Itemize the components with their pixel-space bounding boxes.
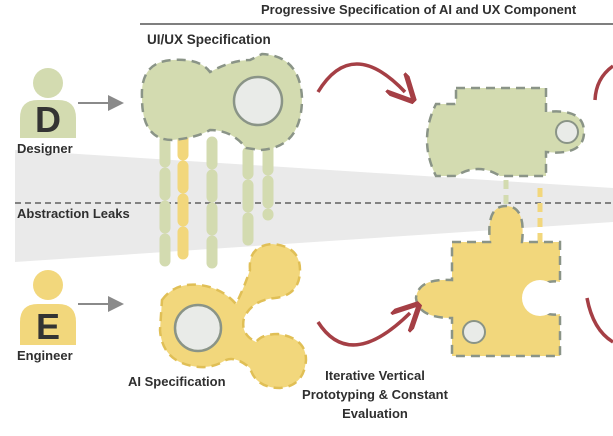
cycle-arrow-bottom (316, 313, 410, 347)
engineer-label: Engineer (17, 348, 73, 363)
leak-drips (159, 127, 274, 278)
ai-spec-shape (158, 242, 308, 390)
cycle-arrow-top (316, 62, 405, 92)
designer-label: Designer (17, 141, 73, 156)
uiux-spec-shape (140, 52, 304, 152)
cycle-arrow-right-bottom (585, 297, 613, 344)
designer-letter: D (35, 99, 61, 140)
abstraction-leaks-label: Abstraction Leaks (17, 206, 130, 221)
ai-puzzle-piece (414, 204, 562, 358)
iteration-label: Iterative Vertical Prototyping & Constan… (302, 368, 448, 421)
diagram-title: Progressive Specification of AI and UX C… (261, 2, 577, 17)
uiux-spec-label: UI/UX Specification (147, 32, 271, 47)
designer-avatar: D (20, 68, 76, 140)
ux-puzzle-piece (425, 86, 586, 178)
engineer-avatar: E (20, 270, 76, 347)
ai-spec-label: AI Specification (128, 374, 226, 389)
cycle-arrow-right-top (593, 64, 613, 101)
engineer-letter: E (36, 306, 60, 347)
